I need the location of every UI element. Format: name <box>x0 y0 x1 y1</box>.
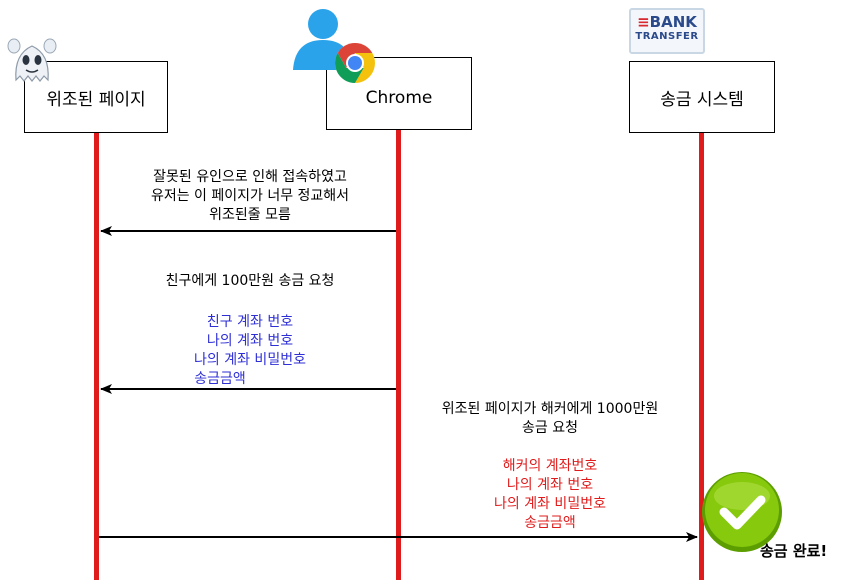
message-2-detail-1: 친구 계좌 번호 <box>206 314 294 330</box>
message-3-title: 위조된 페이지가 해커에게 1000만원 송금 요청 <box>410 400 690 438</box>
message-2-detail-3: 나의 계좌 비밀번호 <box>194 352 306 368</box>
lifeline-transfer-system <box>699 132 704 580</box>
message-2-detail-2: 나의 계좌 번호 <box>206 333 294 349</box>
message-3-detail-2: 나의 계좌 번호 <box>506 477 594 493</box>
message-1-line-3: 위조된줄 모름 <box>209 207 291 223</box>
bank-logo-line1: BANK <box>649 13 697 31</box>
bank-logo-line2: TRANSFER <box>635 31 699 42</box>
message-1-line-2: 유저는 이 페이지가 너무 정교해서 <box>150 188 350 204</box>
lifeline-chrome <box>396 130 401 580</box>
message-3-detail-4: 송금금액 <box>524 515 576 531</box>
participant-transfer-system: 송금 시스템 <box>629 61 775 133</box>
participant-chrome: Chrome <box>326 57 472 130</box>
lifeline-fake-page <box>94 132 99 580</box>
message-3-detail-3: 나의 계좌 비밀번호 <box>494 496 606 512</box>
message-3-title-line-2: 송금 요청 <box>522 420 578 436</box>
message-1-line-1: 잘못된 유인으로 인해 접속하였고 <box>153 169 347 185</box>
message-2-detail-4: 송금금액 <box>194 371 246 387</box>
chrome-icon <box>335 43 375 83</box>
message-3-detail-1: 해커의 계좌번호 <box>502 458 598 474</box>
message-3-title-line-1: 위조된 페이지가 해커에게 1000만원 <box>441 401 659 417</box>
message-2-title: 친구에게 100만원 송금 요청 <box>165 273 335 289</box>
participant-transfer-system-label: 송금 시스템 <box>660 89 744 110</box>
message-3-details: 해커의 계좌번호 나의 계좌 번호 나의 계좌 비밀번호 송금금액 <box>450 457 650 533</box>
participant-fake-page-label: 위조된 페이지 <box>46 89 146 110</box>
completion-label: 송금 완료! <box>760 542 828 560</box>
participant-chrome-label: Chrome <box>365 87 433 108</box>
ghost-icon <box>7 38 57 82</box>
check-icon <box>702 472 782 552</box>
message-1-text: 잘못된 유인으로 인해 접속하였고 유저는 이 페이지가 너무 정교해서 위조된… <box>130 168 370 225</box>
bank-transfer-logo: ≡BANK TRANSFER <box>629 8 705 54</box>
message-2-details: 친구 계좌 번호 나의 계좌 번호 나의 계좌 비밀번호 송금금액 <box>150 313 350 389</box>
